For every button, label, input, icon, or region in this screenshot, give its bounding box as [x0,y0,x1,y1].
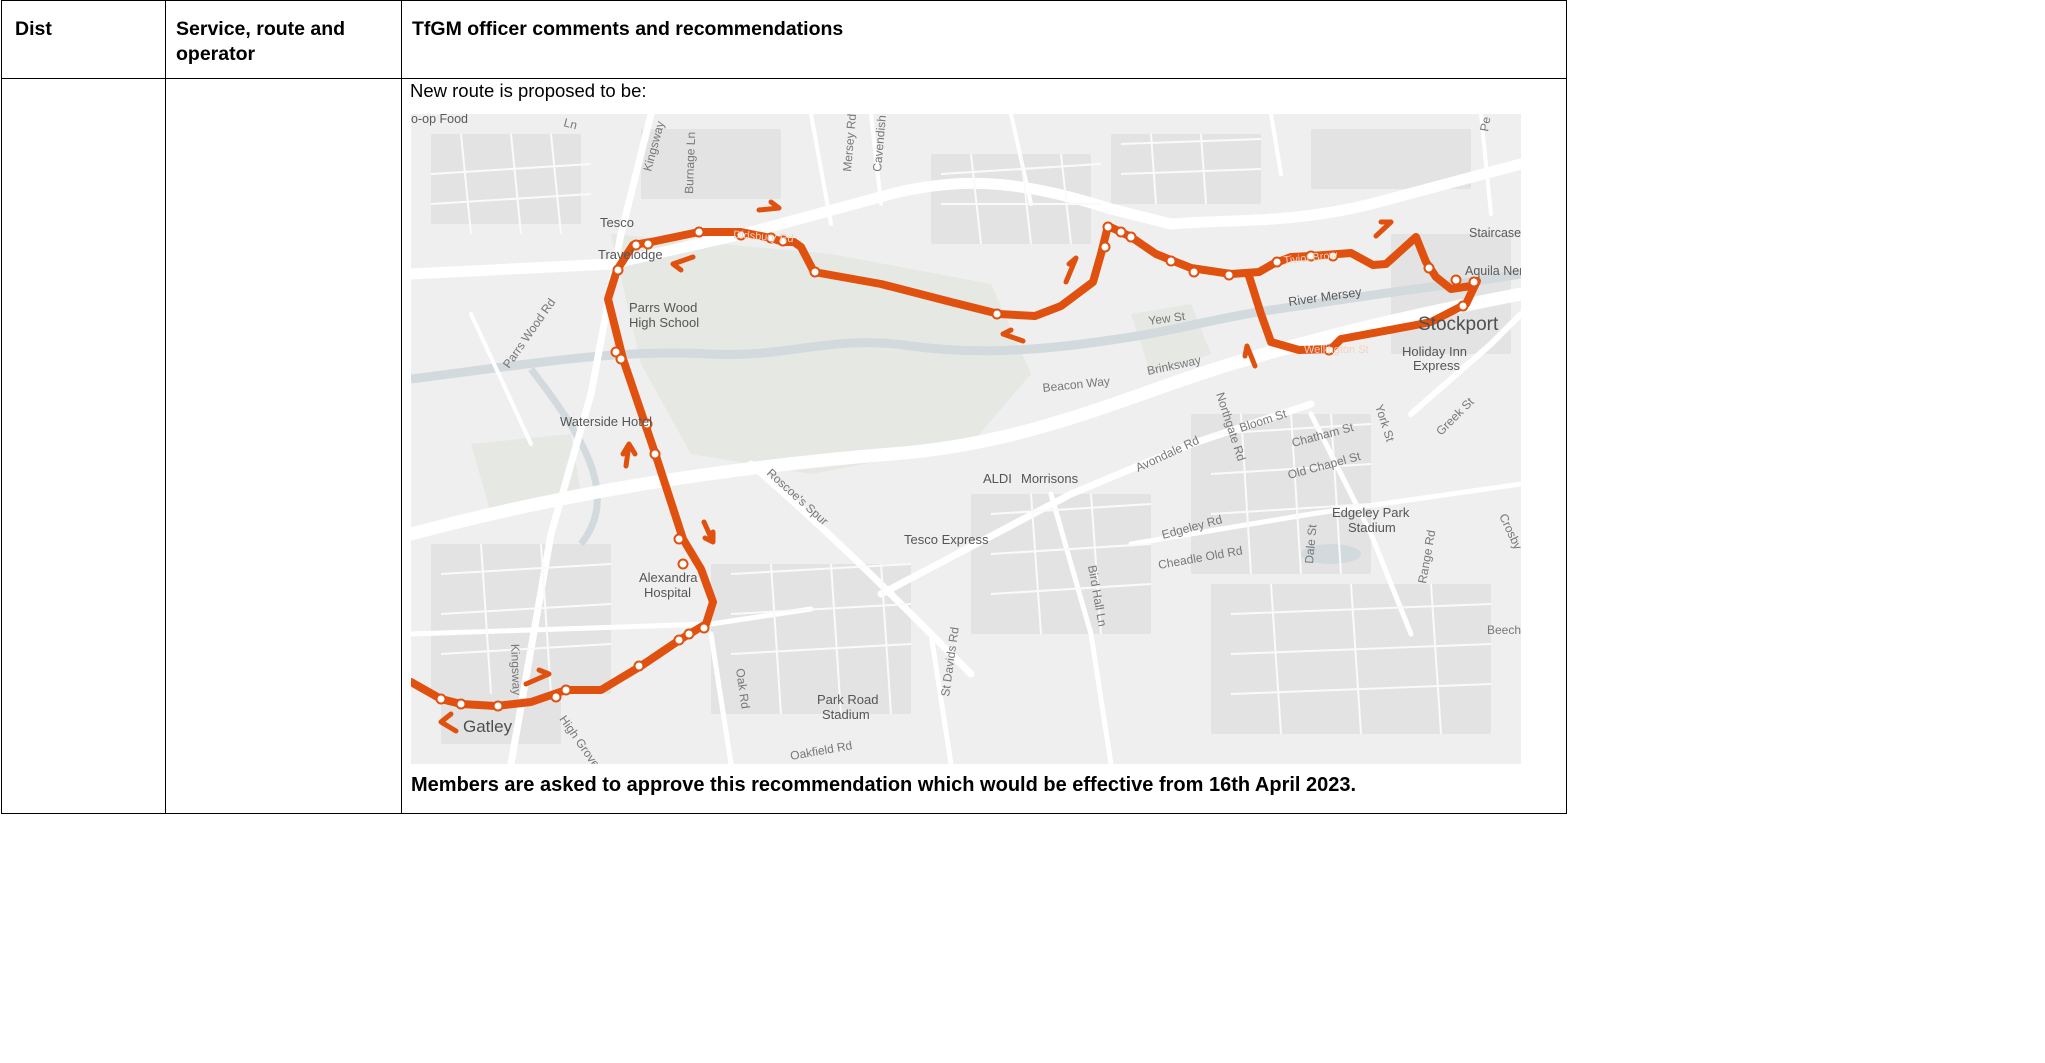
map-label-edgeley-1: Edgeley Park [1332,505,1410,520]
map-road-high-grove: High Grove [557,713,603,764]
intro-text: New route is proposed to be: [410,80,647,101]
building-blocks [431,129,1511,744]
map-label-morrisons: Morrisons [1021,471,1079,486]
map-label-coop: o-op Food [411,114,468,126]
map-road-beacon: Beacon Way [1042,374,1111,395]
map-label-alexandra-1: Alexandra [639,570,698,585]
map-road-dale: Dale St [1302,523,1319,564]
map-road-ln: Ln [562,115,579,132]
map-label-alexandra-2: Hospital [644,585,691,600]
map-road-oakfield: Oakfield Rd [789,738,853,763]
recommendation-footer: Members are asked to approve this recomm… [411,774,1357,796]
column-divider-2 [401,1,402,813]
header-comments: TfGM officer comments and recommendation… [412,18,844,40]
river-branch [528,366,601,547]
route-map-canvas: o-op Food Tesco Travelodge Parrs Wood Hi… [411,114,1521,764]
column-divider-1 [165,1,166,813]
map-road-roscoes: Roscoe's Spur [764,466,831,528]
map-label-stockport: Stockport [1418,314,1499,335]
header-dist: Dist [15,18,52,40]
map-road-york: York St [1372,403,1397,444]
map-road-crosby: Crosby [1496,511,1521,551]
map-road-range: Range Rd [1415,529,1438,585]
map-label-waterside: Waterside Hotel [560,414,652,429]
map-label-aquila: Aquila Ner [1465,264,1521,278]
map-road-mersey: Mersey Rd [840,114,859,172]
map-label-travelodge: Travelodge [598,247,663,262]
map-label-park-road-1: Park Road [817,692,878,707]
header-divider [2,78,1566,79]
map-road-pe: Pe [1477,115,1493,132]
map-label-tesco: Tesco [600,215,634,230]
river-mersey [411,269,1521,384]
map-road-beech: Beech [1487,623,1521,637]
minor-streets [430,133,1492,735]
header-service: Service, route and operator [176,18,346,65]
map-road-yew: Yew St [1147,309,1186,328]
map-road-burnage: Burnage Ln [682,132,698,195]
map-label-aldi: ALDI [983,471,1012,486]
map-label-staircase: Staircase [1469,226,1521,240]
road-network [411,114,1521,764]
map-road-tiviot: Tiviot Brow [1283,249,1338,267]
map-label-holiday-inn-1: Holiday Inn [1402,344,1467,359]
map-label-gatley: Gatley [463,717,513,736]
pond [1301,544,1361,564]
map-road-didsbury: Didsbury Rd [733,229,794,245]
map-label-tesco-express: Tesco Express [904,532,989,547]
map-label-parrs-wood-2: High School [629,315,699,330]
map-label-holiday-inn-2: Express [1413,358,1460,373]
direction-arrows [438,199,1394,734]
map-road-kingsway-bottom: Kingsway [508,644,524,696]
map-road-wellington: Wellington St [1304,344,1369,356]
map-label-edgeley-2: Stadium [1348,520,1396,535]
bus-stops [435,221,1480,712]
map-road-oak: Oak Rd [733,667,753,709]
map-label-parrs-wood-1: Parrs Wood [629,300,697,315]
route-map: o-op Food Tesco Travelodge Parrs Wood Hi… [411,114,1521,764]
map-road-greek: Greek St [1433,394,1477,438]
recommendation-table [1,0,1567,814]
map-label-park-road-2: Stadium [822,707,870,722]
